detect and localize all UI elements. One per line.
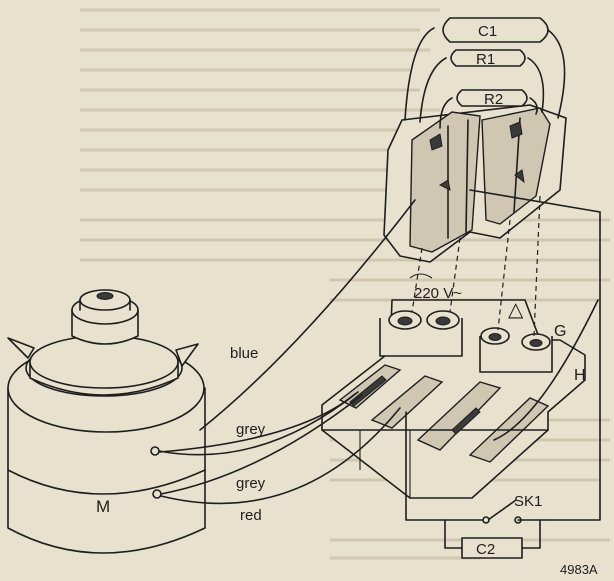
figure-id: 4983A <box>560 562 598 577</box>
wires <box>158 199 601 521</box>
capacitor-c1 <box>404 17 566 121</box>
label-voltage: 220 V~ <box>414 285 462 302</box>
label-wire-blue: blue <box>230 345 258 362</box>
resistor-r1 <box>419 49 545 123</box>
connector-block <box>321 299 586 499</box>
label-c1: C1 <box>478 23 497 40</box>
motor <box>7 289 206 554</box>
label-wire-grey-1: grey <box>236 421 266 438</box>
label-motor: M <box>96 497 110 516</box>
resistor-r2 <box>439 89 538 129</box>
component-carrier <box>383 104 601 263</box>
label-g: G <box>554 323 566 340</box>
label-sk1: SK1 <box>514 493 542 510</box>
alignment-lines <box>411 195 541 337</box>
label-h: H <box>574 367 586 384</box>
voltage-bracket <box>409 273 433 279</box>
label-c2: C2 <box>476 541 495 558</box>
switch-sk1 <box>482 499 549 524</box>
capacitor-c2 <box>444 519 541 559</box>
warning-symbol: △ <box>508 299 524 321</box>
label-wire-grey-2: grey <box>236 475 266 492</box>
label-wire-red: red <box>240 507 262 524</box>
label-r1: R1 <box>476 51 495 68</box>
label-r2: R2 <box>484 91 503 108</box>
